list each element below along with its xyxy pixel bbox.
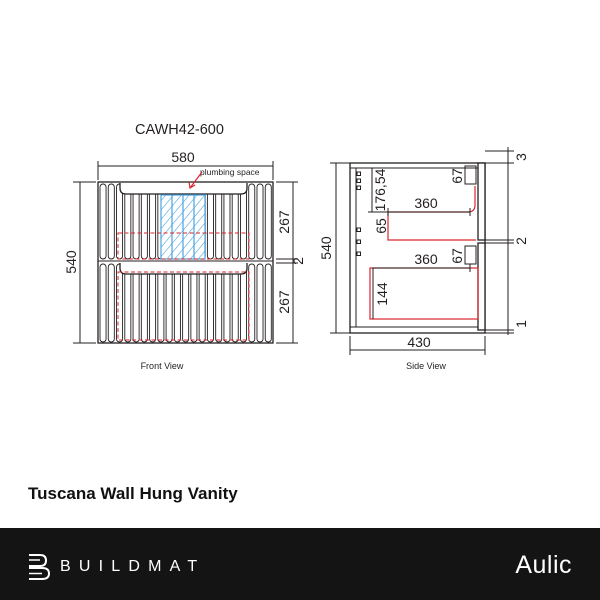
front-width-label: 580 xyxy=(171,149,195,165)
side-view-label: Side View xyxy=(406,361,446,371)
aulic-wordmark: Aulic xyxy=(515,551,572,579)
slat xyxy=(140,183,148,260)
slat xyxy=(140,263,148,343)
top-basin-waste-box xyxy=(464,165,477,185)
technical-drawing: CAWH42-600 580 plumbing space 540 xyxy=(63,122,529,371)
slat xyxy=(149,183,157,260)
buildmat-logo-icon xyxy=(29,554,51,580)
top-clearance-label: 176,54 xyxy=(372,168,388,211)
slat xyxy=(215,183,223,260)
slat xyxy=(157,263,165,343)
footer-bar: BUILDMAT Aulic xyxy=(0,528,600,600)
top-drawer-height-label: 65 xyxy=(373,218,389,234)
top-drawer-handle-cutout xyxy=(119,183,248,195)
slat xyxy=(149,263,157,343)
bottom-basin-waste-box xyxy=(464,245,477,265)
slat xyxy=(215,263,223,343)
top-front-dim-label: 67 xyxy=(449,168,465,184)
slat xyxy=(256,263,264,343)
front-height-label: 540 xyxy=(63,250,79,274)
product-code: CAWH42-600 xyxy=(135,122,224,138)
plumbing-arrow xyxy=(189,171,203,189)
runner-mark xyxy=(356,227,361,232)
slat xyxy=(165,263,173,343)
front-view-label: Front View xyxy=(141,361,184,371)
bottom-drawer-front xyxy=(477,242,486,331)
runner-mark xyxy=(356,251,361,256)
slat xyxy=(124,263,132,343)
bottom-drawer-handle-cutout xyxy=(119,263,248,275)
slat xyxy=(198,263,206,343)
front-view: 580 plumbing space 540 267 267 xyxy=(63,149,306,371)
slat xyxy=(132,183,140,260)
runner-mark xyxy=(356,178,361,183)
slat xyxy=(231,263,239,343)
slat xyxy=(231,183,239,260)
top-drawer-internal-outline xyxy=(117,232,250,260)
product-name: Tuscana Wall Hung Vanity xyxy=(28,484,238,503)
slat xyxy=(264,183,272,260)
top-drawer-height-label: 267 xyxy=(276,210,292,234)
top-drawer-front xyxy=(477,162,486,241)
slat xyxy=(190,263,198,343)
slat xyxy=(248,263,256,343)
slat xyxy=(239,263,247,343)
runner-mark xyxy=(356,171,361,176)
slat xyxy=(116,183,124,260)
side-height-label: 540 xyxy=(318,236,334,260)
gap-top-label: 3 xyxy=(513,153,529,161)
slat xyxy=(116,263,124,343)
runner-mark xyxy=(356,185,361,190)
drawer-gap-label: 2 xyxy=(290,257,306,265)
slat xyxy=(107,183,115,260)
slat xyxy=(99,183,107,260)
slat xyxy=(248,183,256,260)
slat xyxy=(206,183,214,260)
runner-mark xyxy=(356,239,361,244)
slat xyxy=(107,263,115,343)
slat xyxy=(239,183,247,260)
buildmat-wordmark: BUILDMAT xyxy=(60,558,206,575)
gap-bottom-label: 1 xyxy=(513,320,529,328)
slat xyxy=(223,183,231,260)
slat xyxy=(124,183,132,260)
bottom-drawer-depth-label: 360 xyxy=(414,251,438,267)
bottom-drawer-height-label: 267 xyxy=(276,290,292,314)
plumbing-space-label: plumbing space xyxy=(200,167,260,177)
slat xyxy=(182,263,190,343)
slat xyxy=(223,263,231,343)
slat xyxy=(264,263,272,343)
plumbing-arrow-head xyxy=(188,181,196,189)
slat xyxy=(206,263,214,343)
top-drawer-depth-label: 360 xyxy=(414,195,438,211)
bottom-front-dim-label: 67 xyxy=(449,248,465,264)
bottom-drawer-height-label: 144 xyxy=(374,282,390,306)
side-depth-label: 430 xyxy=(407,334,431,350)
gap-middle-label: 2 xyxy=(513,237,529,245)
slat xyxy=(99,263,107,343)
side-view: 540 360 176,54 65 67 360 144 xyxy=(318,147,529,371)
slat xyxy=(256,183,264,260)
slat xyxy=(132,263,140,343)
bottom-drawer-internal-outline xyxy=(117,271,250,341)
slat xyxy=(173,263,181,343)
